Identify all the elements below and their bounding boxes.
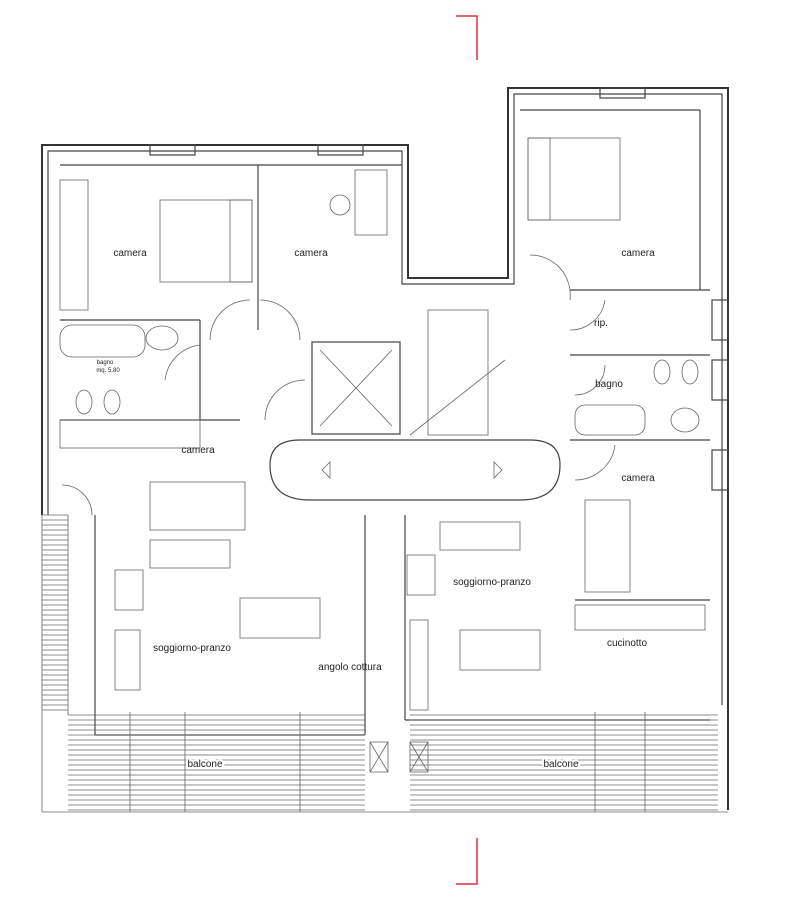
room-label-camera: camera: [621, 248, 655, 259]
room-label-angolo-cottura: angolo cottura: [318, 662, 382, 673]
room-label-camera: camera: [294, 248, 328, 259]
room-label-cucinotto: cucinotto: [607, 638, 647, 649]
interior-walls: [60, 109, 710, 736]
room-label-soggiorno-pranzo: soggiorno-pranzo: [153, 643, 231, 654]
room-label-balcone: balcone: [543, 759, 578, 770]
room-label-camera: camera: [113, 248, 147, 259]
outer-walls: [41, 87, 729, 810]
room-label-camera: camera: [621, 473, 655, 484]
room-label-balcone: balcone: [187, 759, 222, 770]
room-label-soggiorno-pranzo: soggiorno-pranzo: [453, 577, 531, 588]
room-label-ripostiglio: rip.: [594, 318, 608, 329]
furniture: [59, 137, 706, 711]
room-area-bagno: mq. 5.80: [96, 368, 120, 374]
room-label-camera: camera: [181, 445, 215, 456]
doors: [61, 254, 616, 516]
section-mark-top: [456, 15, 478, 60]
room-label-bagno: bagno: [595, 379, 623, 390]
room-label-bagno: bagno: [97, 360, 114, 366]
lift-shafts: [369, 741, 429, 773]
section-mark-bottom: [456, 838, 478, 885]
balcony-railing: [41, 514, 728, 813]
